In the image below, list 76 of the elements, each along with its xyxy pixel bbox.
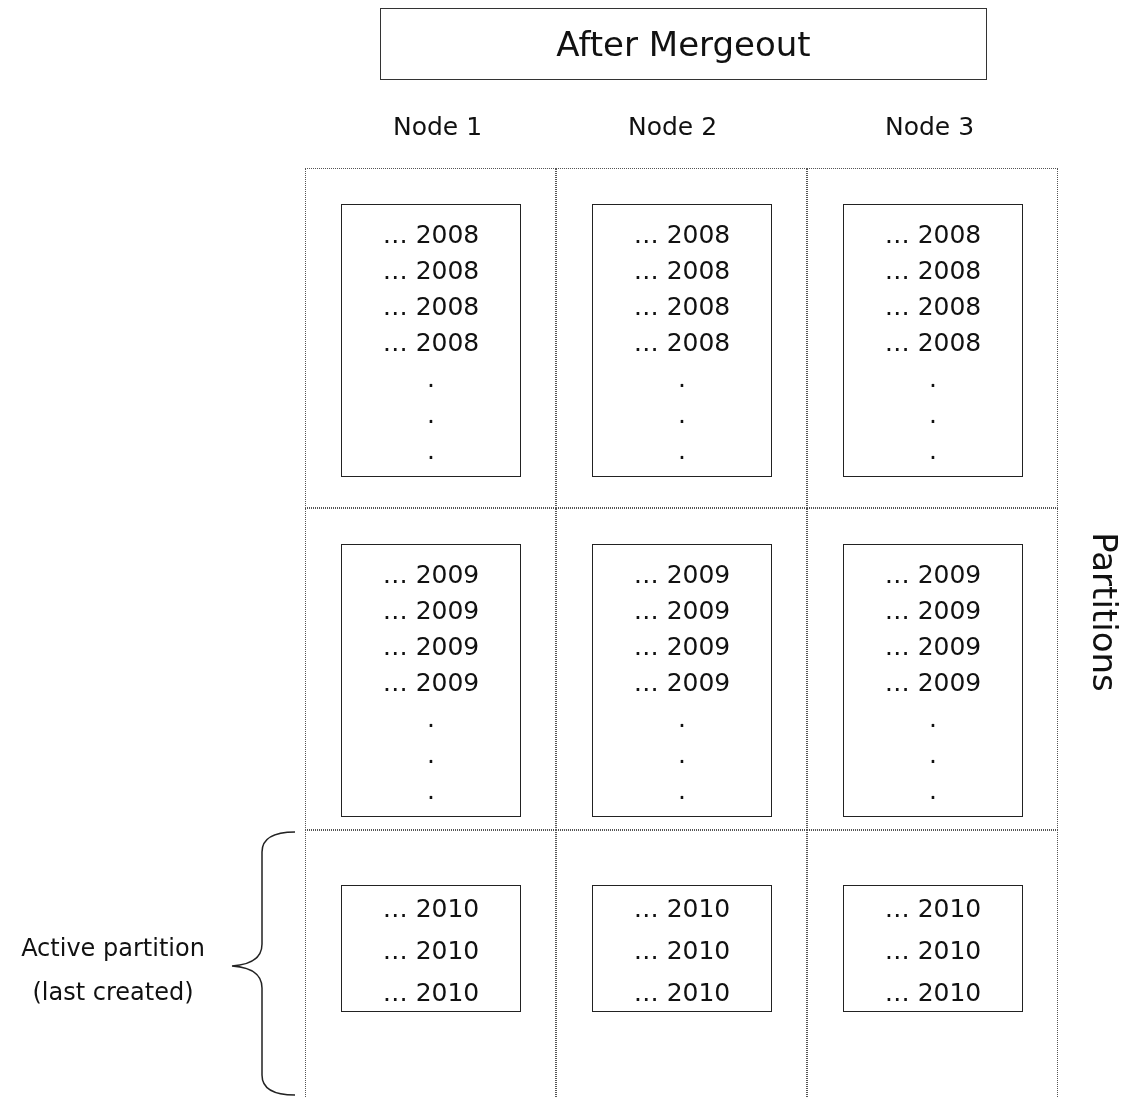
grid-cell — [807, 508, 1058, 830]
row-text: … 2010 — [884, 977, 982, 1009]
row-text: … 2010 — [633, 893, 731, 925]
row-text: … 2009 — [884, 595, 982, 627]
row-text: … 2008 — [884, 219, 982, 251]
row-text: … 2009 — [382, 595, 480, 627]
row-text: . — [678, 435, 686, 467]
grid-cell — [556, 830, 807, 1097]
row-text: . — [678, 739, 686, 771]
row-text: … 2009 — [633, 559, 731, 591]
row-text: … 2008 — [382, 291, 480, 323]
row-text: … 2010 — [633, 935, 731, 967]
row-text: … 2009 — [633, 631, 731, 663]
row-text: . — [427, 739, 435, 771]
row-text: … 2009 — [884, 559, 982, 591]
partition-box — [843, 885, 1023, 1012]
row-text: … 2010 — [382, 977, 480, 1009]
row-text: . — [678, 399, 686, 431]
row-text: . — [929, 363, 937, 395]
partition-box — [843, 544, 1023, 817]
row-text: . — [427, 703, 435, 735]
grid-cell — [305, 508, 556, 830]
row-text: … 2009 — [382, 631, 480, 663]
row-text: … 2008 — [884, 327, 982, 359]
column-header: Node 3 — [885, 112, 975, 141]
row-text: . — [427, 399, 435, 431]
row-text: . — [929, 739, 937, 771]
row-text: … 2010 — [884, 893, 982, 925]
row-text: … 2009 — [884, 631, 982, 663]
axis-label: Partitions — [1085, 532, 1125, 692]
partition-box — [341, 885, 521, 1012]
row-text: . — [929, 399, 937, 431]
row-text: … 2010 — [382, 935, 480, 967]
row-text: … 2010 — [633, 977, 731, 1009]
row-text: … 2008 — [633, 327, 731, 359]
title-text: After Mergeout — [556, 24, 811, 64]
row-text: … 2008 — [382, 219, 480, 251]
partition-box — [592, 544, 772, 817]
row-text: … 2009 — [382, 667, 480, 699]
partition-box — [341, 544, 521, 817]
grid-cell — [556, 168, 807, 508]
row-text: . — [427, 435, 435, 467]
row-text: . — [929, 703, 937, 735]
row-text: . — [427, 775, 435, 807]
row-text: … 2008 — [884, 291, 982, 323]
row-text: … 2010 — [884, 935, 982, 967]
partition-box — [843, 204, 1023, 477]
row-text: . — [929, 435, 937, 467]
title-box — [380, 8, 987, 80]
row-text: … 2009 — [633, 667, 731, 699]
row-text: . — [678, 703, 686, 735]
row-text: … 2008 — [884, 255, 982, 287]
row-text: . — [929, 775, 937, 807]
partition-box — [592, 885, 772, 1012]
row-text: . — [678, 363, 686, 395]
partition-box — [592, 204, 772, 477]
row-text: … 2009 — [884, 667, 982, 699]
brace-label: Active partition (last created) — [20, 933, 206, 1008]
column-header: Node 2 — [628, 112, 718, 141]
partition-box — [341, 204, 521, 477]
row-text: … 2008 — [382, 255, 480, 287]
row-text: … 2009 — [382, 559, 480, 591]
grid-cell — [305, 168, 556, 508]
row-text: … 2008 — [633, 219, 731, 251]
grid-cell — [305, 830, 556, 1097]
grid-cell — [807, 168, 1058, 508]
row-text: … 2009 — [633, 595, 731, 627]
grid-cell — [556, 508, 807, 830]
row-text: … 2008 — [633, 291, 731, 323]
column-header: Node 1 — [393, 112, 483, 141]
row-text: … 2008 — [382, 327, 480, 359]
row-text: … 2008 — [633, 255, 731, 287]
grid-cell — [807, 830, 1058, 1097]
row-text: . — [678, 775, 686, 807]
row-text: . — [427, 363, 435, 395]
row-text: … 2010 — [382, 893, 480, 925]
